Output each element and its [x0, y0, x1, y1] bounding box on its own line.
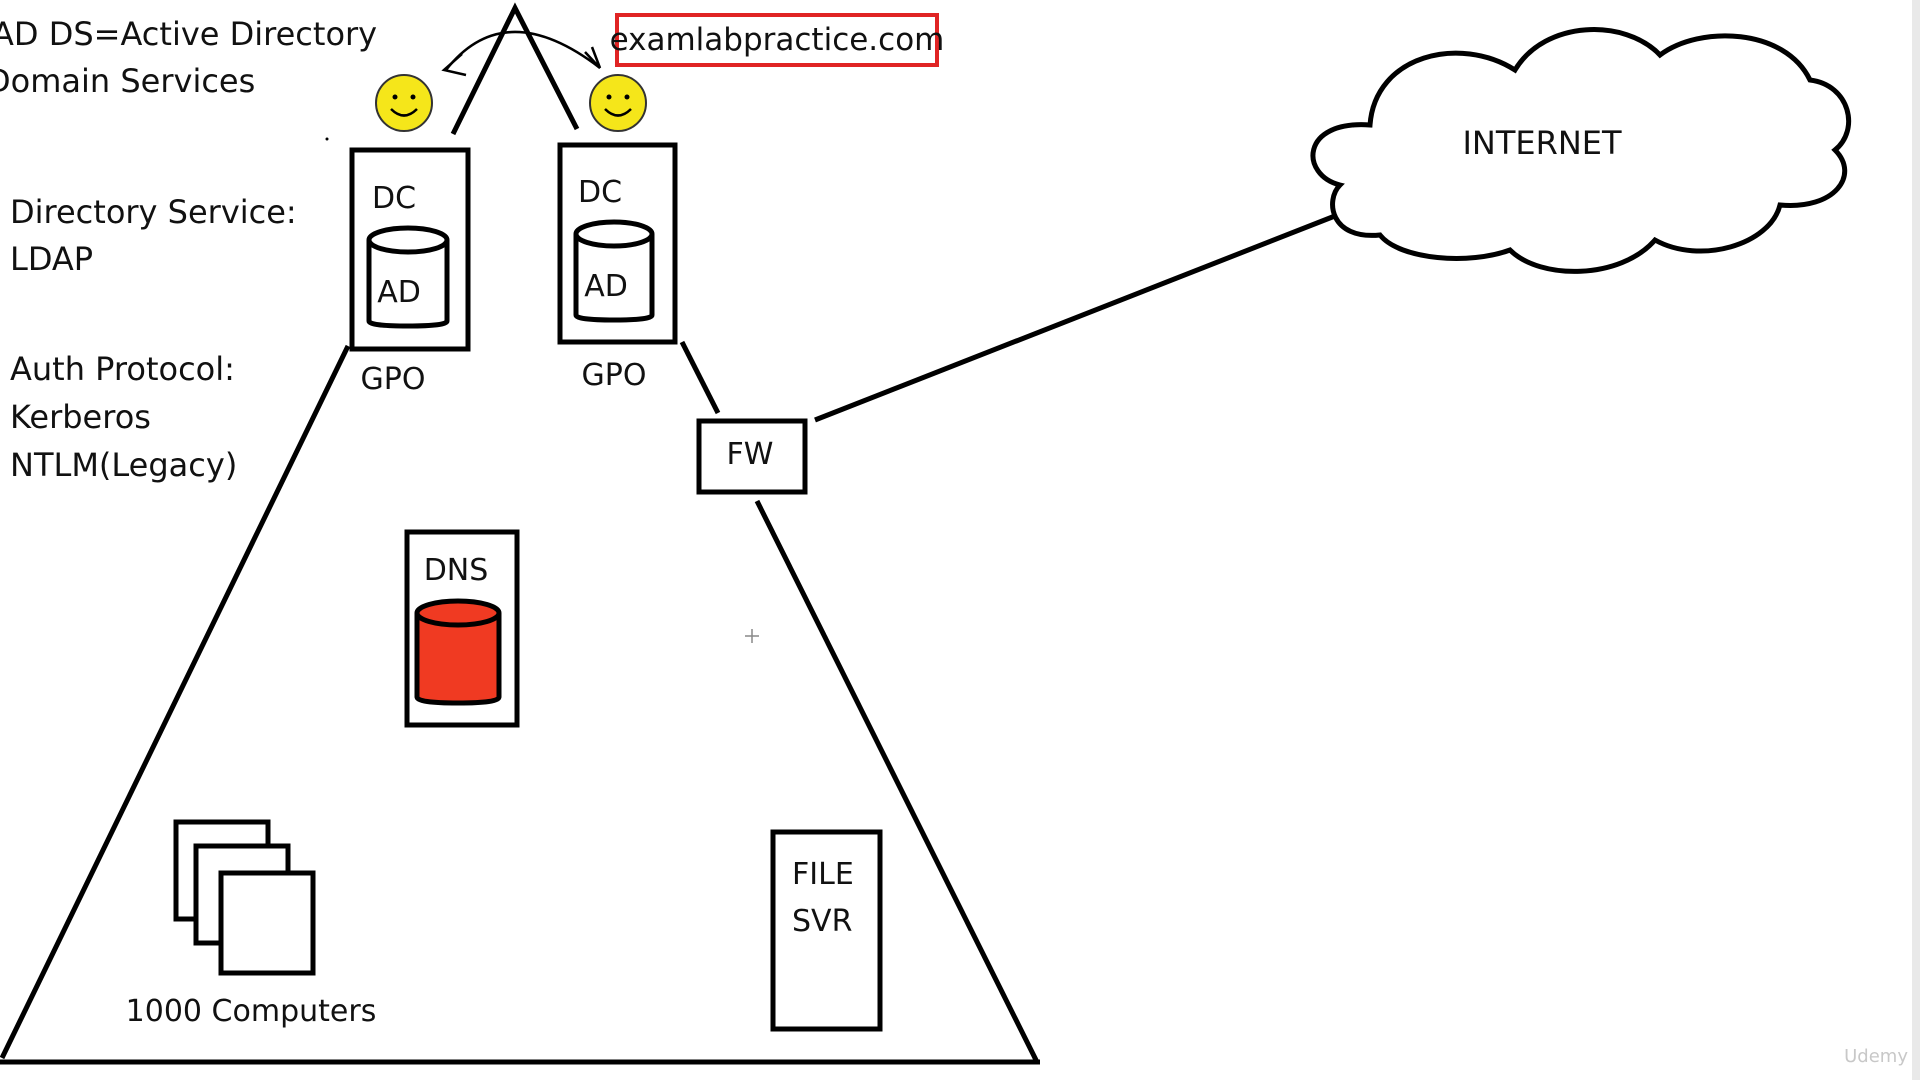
dc-left-label: DC	[372, 181, 416, 216]
dns-label: DNS	[424, 553, 489, 588]
dc-right-ad-database-icon	[573, 219, 655, 323]
dc-left-ad-database-icon	[366, 225, 450, 329]
replication-arrow	[445, 30, 601, 71]
stray-dot	[325, 137, 329, 141]
firewall-label: FW	[727, 437, 774, 472]
domain-name-text: examlabpractice.com	[610, 22, 945, 58]
internet-link	[814, 211, 1341, 423]
arrowhead-right	[584, 46, 602, 69]
note-ldap: LDAP	[10, 240, 93, 278]
file-server-label-line2: SVR	[792, 904, 852, 939]
dc-right-ad-label: AD	[584, 269, 628, 304]
forest-apex-line	[450, 2, 580, 136]
arrowhead-left	[441, 53, 467, 77]
note-ntlm: NTLM(Legacy)	[10, 446, 237, 484]
note-adds-line1: AD DS=Active Directory	[0, 15, 377, 53]
dc-left-gpo-label: GPO	[361, 362, 426, 397]
dc-right-label: DC	[578, 175, 622, 210]
forest-right-edge-upper	[679, 340, 721, 415]
file-server-label-line1: FILE	[792, 857, 854, 892]
forest-right-edge-lower	[754, 499, 1040, 1064]
note-auth-protocol: Auth Protocol:	[10, 350, 235, 388]
dns-database-icon	[414, 598, 502, 706]
domain-name-box	[615, 13, 939, 67]
internet-label: INTERNET	[1462, 124, 1622, 162]
right-edge-bar	[1912, 0, 1920, 1080]
smiley-right-icon	[589, 74, 647, 132]
cursor-crosshair-icon	[745, 629, 759, 643]
forest-left-edge	[0, 344, 351, 1060]
computers-label: 1000 Computers	[126, 994, 377, 1029]
dc-right-gpo-label: GPO	[582, 358, 647, 393]
firewall-box	[696, 418, 808, 495]
smiley-left-icon	[375, 74, 433, 132]
note-kerberos: Kerberos	[10, 398, 151, 436]
dc-left-ad-label: AD	[377, 275, 421, 310]
note-adds-line2: Domain Services	[0, 62, 255, 100]
note-directory-service: Directory Service:	[10, 193, 297, 231]
computers-stack-icon	[173, 819, 316, 976]
internet-cloud-icon	[1310, 27, 1852, 274]
file-server-box	[770, 829, 883, 1032]
watermark: Udemy	[1844, 1046, 1908, 1067]
